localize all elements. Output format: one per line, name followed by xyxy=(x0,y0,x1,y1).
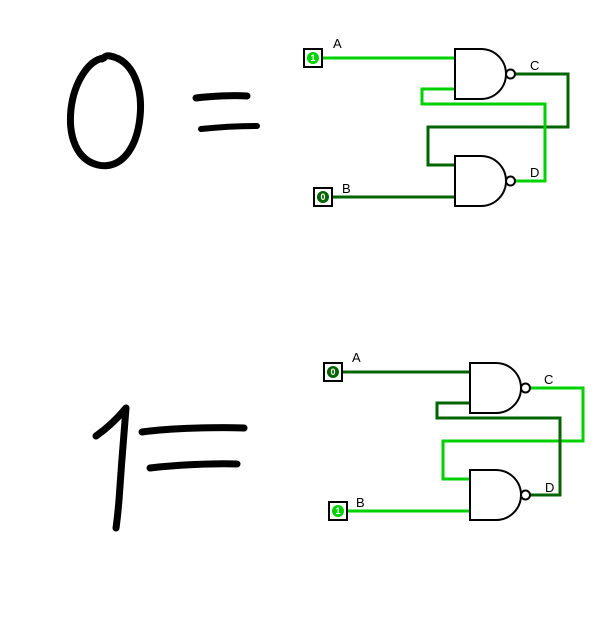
pin-value: 0 xyxy=(320,192,325,202)
nand-gate-body xyxy=(469,362,522,414)
inverter-bubble xyxy=(520,382,531,394)
label-a: A xyxy=(352,350,361,365)
equals-top-lower-bar xyxy=(198,123,260,132)
wire-d-feedback xyxy=(435,401,562,497)
pin-state-dot[interactable] xyxy=(332,505,344,517)
circuit-sr-latch-top: 1 0 A B C D xyxy=(303,36,570,207)
nand-gate-body xyxy=(469,469,522,521)
equals-top-upper-bar xyxy=(192,92,251,102)
input-pin-a[interactable]: 0 xyxy=(323,362,343,382)
handwritten-zero xyxy=(66,52,145,170)
handwritten-one xyxy=(92,404,130,532)
nand-gate-body xyxy=(454,48,507,100)
pin-value: 0 xyxy=(330,367,335,377)
pin-state-dot[interactable] xyxy=(327,366,339,378)
nand-gate-lower xyxy=(469,469,531,521)
handwritten-annotation-bottom xyxy=(92,404,248,532)
wire-c-feedback xyxy=(426,72,570,167)
nand-gate-lower xyxy=(454,155,516,207)
input-pin-b[interactable]: 0 xyxy=(313,187,333,207)
label-d: D xyxy=(530,165,539,180)
input-pin-b[interactable]: 1 xyxy=(328,501,348,521)
equals-bottom-lower-bar xyxy=(146,460,241,472)
label-b: B xyxy=(356,495,365,510)
label-c: C xyxy=(544,372,553,387)
nand-gate-upper xyxy=(469,362,531,414)
wire-d-feedback xyxy=(420,87,547,183)
pin-state-dot[interactable] xyxy=(317,191,329,203)
input-pin-a[interactable]: 1 xyxy=(303,48,323,68)
label-d: D xyxy=(545,480,554,495)
nand-gate-upper xyxy=(454,48,516,100)
inverter-bubble xyxy=(505,68,516,80)
inverter-bubble xyxy=(520,489,531,501)
wire-c-feedback xyxy=(441,386,585,481)
nand-gate-body xyxy=(454,155,507,207)
label-a: A xyxy=(333,36,342,51)
label-b: B xyxy=(342,181,351,196)
circuit-sr-latch-bottom: 0 1 A B C D xyxy=(323,350,585,521)
inverter-bubble xyxy=(505,175,516,187)
pin-value: 1 xyxy=(335,506,340,516)
equals-bottom-upper-bar xyxy=(138,424,248,436)
pin-value: 1 xyxy=(310,53,315,63)
pin-state-dot[interactable] xyxy=(307,52,319,64)
label-c: C xyxy=(530,58,539,73)
handwritten-annotation-top xyxy=(66,52,260,170)
